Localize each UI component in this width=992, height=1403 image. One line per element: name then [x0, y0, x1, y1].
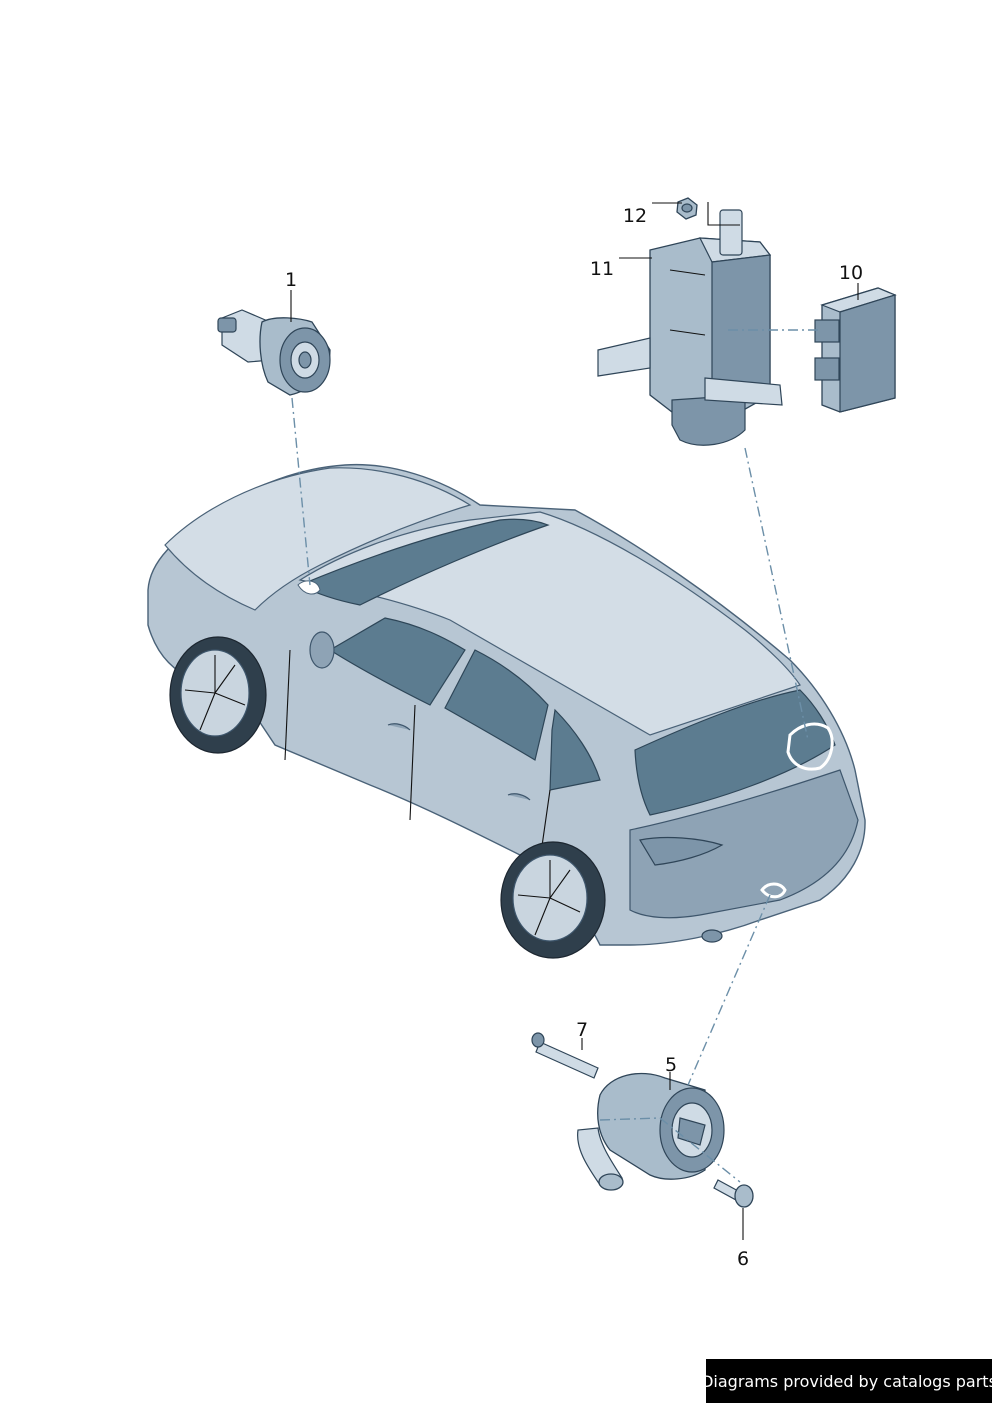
part-12-drawing: [676, 197, 698, 220]
part-1-drawing: [217, 309, 331, 396]
callout-11: 11: [590, 258, 614, 280]
callout-leaders: [290, 202, 859, 1240]
credit-banner: Diagrams provided by catalogs parts: [701, 1359, 992, 1403]
part-6-drawing: [713, 1179, 754, 1208]
callout-12: 12: [623, 205, 647, 227]
part-7-drawing: [531, 1032, 599, 1079]
callout-5: 5: [665, 1054, 677, 1076]
part-5-drawing: [577, 1072, 725, 1191]
part-10-drawing: [814, 287, 897, 413]
vehicle-illustration: [147, 463, 866, 959]
credit-text: Diagrams provided by catalogs parts: [701, 1371, 992, 1391]
part-11-drawing: [597, 209, 783, 446]
callout-1: 1: [285, 269, 297, 291]
callout-7: 7: [576, 1019, 588, 1041]
callout-6: 6: [737, 1248, 749, 1270]
callout-10: 10: [839, 262, 863, 284]
location-lines: [291, 329, 820, 1183]
